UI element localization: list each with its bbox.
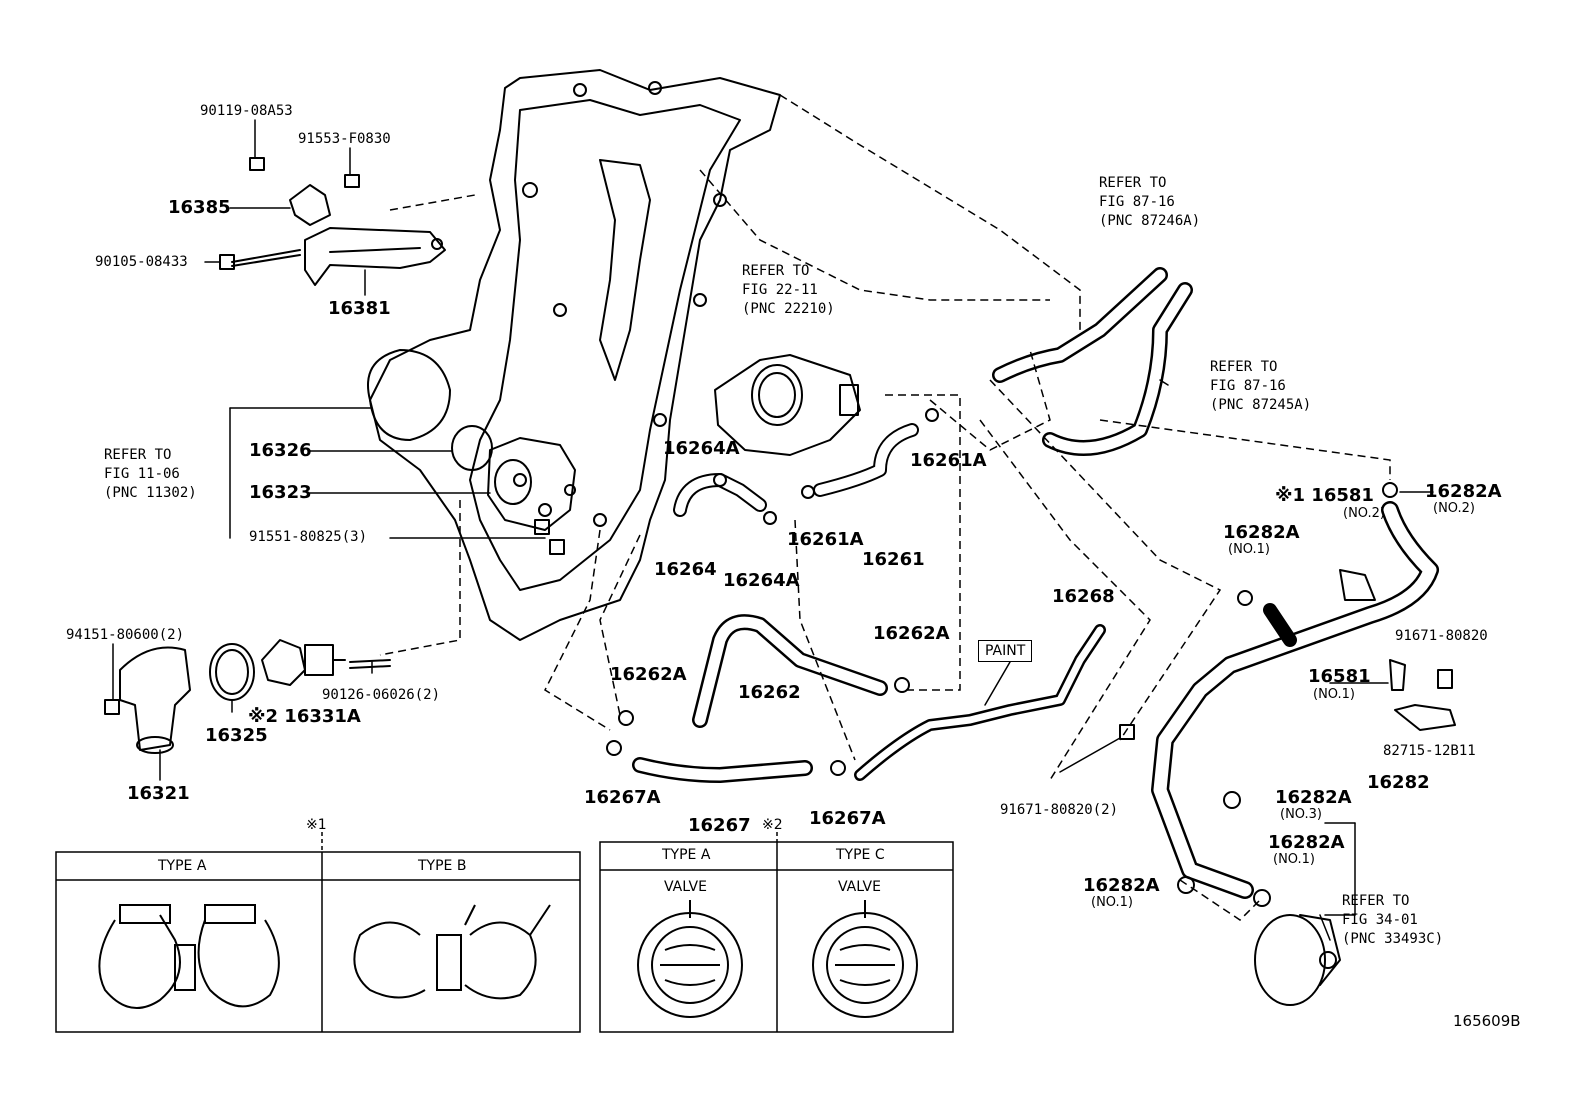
inset2-valve-c: VALVE: [838, 879, 881, 895]
inset1-type-a: TYPE A: [158, 858, 207, 874]
label-16267a-right: 16267A: [809, 808, 886, 829]
inset2-type-c: TYPE C: [836, 847, 885, 863]
label-16381: 16381: [328, 298, 391, 319]
inset1-type-b: TYPE B: [418, 858, 467, 874]
bolts: [219, 157, 1453, 740]
label-16267a-left: 16267A: [584, 787, 661, 808]
label-16385: 16385: [168, 197, 231, 218]
bracket: [289, 184, 446, 286]
label-91671-80820-2: 91671-80820(2): [1000, 802, 1119, 818]
water-inlet-housing: [487, 437, 576, 531]
label-16581-no1: 16581: [1308, 666, 1371, 687]
label-91671-80820: 91671-80820: [1395, 628, 1488, 644]
thermostat-insets: [637, 900, 918, 1018]
label-16282a-no1-top-sub: (NO.1): [1228, 542, 1270, 557]
label-16268: 16268: [1052, 586, 1115, 607]
leader-lines: [112, 119, 1434, 941]
label-16282a-no1-mid: 16282A: [1268, 832, 1345, 853]
o-ring-16326: [451, 425, 493, 471]
label-16282a-no1-left: 16282A: [1083, 875, 1160, 896]
clamp-type-b: [353, 904, 551, 1000]
label-16282a-no3: 16282A: [1275, 787, 1352, 808]
label-16264: 16264: [654, 559, 717, 580]
label-16331a: ※2 16331A: [248, 706, 361, 727]
label-16262a-left: 16262A: [610, 664, 687, 685]
label-16326: 16326: [249, 440, 312, 461]
label-90119-08a53: 90119-08A53: [200, 103, 293, 119]
inset2-valve-a: VALVE: [664, 879, 707, 895]
label-16581-no2-sub: (NO.2): [1343, 506, 1385, 521]
dashed-references: [379, 94, 1391, 921]
vacuum-pump: [1254, 914, 1341, 1006]
label-16261a-left: 16261A: [787, 529, 864, 550]
label-91551-80825: 91551-80825(3): [249, 529, 368, 545]
label-16264a-bottom: 16264A: [723, 570, 800, 591]
inset2-mark: ※2: [762, 817, 783, 833]
label-16282a-no1-top: 16282A: [1223, 522, 1300, 543]
label-16282a-no1-left-sub: (NO.1): [1091, 895, 1133, 910]
label-91553-f0830: 91553-F0830: [298, 131, 391, 147]
label-16262: 16262: [738, 682, 801, 703]
label-82715-12b11: 82715-12B11: [1383, 743, 1476, 759]
label-16282a-no2: 16282A: [1425, 481, 1502, 502]
ref-fig-11-06: REFER TO FIG 11-06 (PNC 11302): [104, 447, 197, 501]
inset-frames: [55, 832, 954, 1033]
label-16267: 16267: [688, 815, 751, 836]
label-16262a-right: 16262A: [873, 623, 950, 644]
ref-fig-22-11: REFER TO FIG 22-11 (PNC 22210): [742, 263, 835, 317]
ref-fig-87-16-a: REFER TO FIG 87-16 (PNC 87246A): [1099, 175, 1201, 229]
thermostat-16331A: [261, 639, 346, 686]
label-16325: 16325: [205, 725, 268, 746]
label-16264a-top: 16264A: [663, 438, 740, 459]
timing-cover: [367, 69, 781, 641]
label-94151-80600: 94151-80600(2): [66, 627, 185, 643]
ref-fig-34-01: REFER TO FIG 34-01 (PNC 33493C): [1342, 893, 1444, 947]
label-16261: 16261: [862, 549, 925, 570]
inset2-type-a: TYPE A: [662, 847, 711, 863]
figure-id: 165609B: [1453, 1012, 1521, 1030]
label-16581-no2: ※1 16581: [1275, 485, 1374, 506]
water-inlet-16321: [104, 646, 191, 754]
label-16261a-right: 16261A: [910, 450, 987, 471]
label-16321: 16321: [127, 783, 190, 804]
label-16323: 16323: [249, 482, 312, 503]
label-16282a-no1-mid-sub: (NO.1): [1273, 852, 1315, 867]
inset1-mark: ※1: [306, 817, 327, 833]
paint-marker: PAINT: [978, 640, 1033, 662]
throttle-body: [714, 354, 861, 456]
clips: [606, 408, 1456, 907]
clamp-type-a: [98, 904, 280, 1009]
label-16282: 16282: [1367, 772, 1430, 793]
ref-fig-87-16-b: REFER TO FIG 87-16 (PNC 87245A): [1210, 359, 1312, 413]
label-16282a-no3-sub: (NO.3): [1280, 807, 1322, 822]
label-16282a-no2-sub: (NO.2): [1433, 501, 1475, 516]
label-90126-06026: 90126-06026(2): [322, 687, 441, 703]
label-16581-no1-sub: (NO.1): [1313, 687, 1355, 702]
label-90105-08433: 90105-08433: [95, 254, 188, 270]
